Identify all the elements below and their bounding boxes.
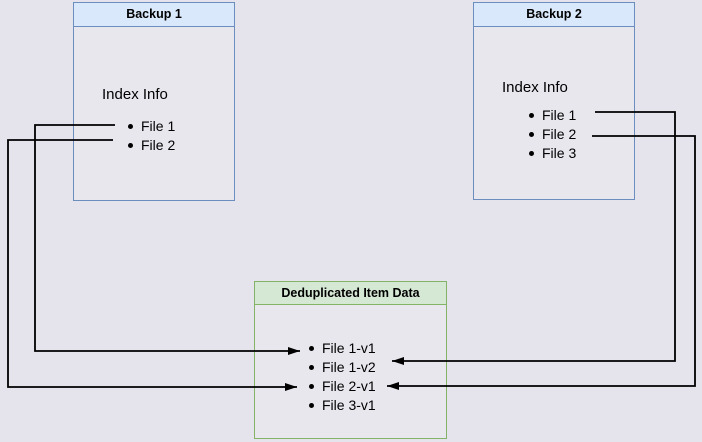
list-item: File 2-v1 [309, 377, 376, 396]
list-item: File 2 [529, 125, 576, 144]
list-item: File 1-v2 [309, 358, 376, 377]
backup2-index-info-label: Index Info [502, 79, 568, 96]
backup2-title: Backup 2 [474, 3, 634, 27]
list-item: File 1 [128, 117, 175, 136]
list-item: File 1-v1 [309, 339, 376, 358]
list-item: File 1 [529, 106, 576, 125]
backup1-title: Backup 1 [74, 3, 234, 27]
list-item: File 2 [128, 136, 175, 155]
list-item: File 3-v1 [309, 396, 376, 415]
backup1-index-info-label: Index Info [102, 86, 168, 103]
dedup-title: Deduplicated Item Data [255, 282, 446, 305]
list-item: File 3 [529, 144, 576, 163]
